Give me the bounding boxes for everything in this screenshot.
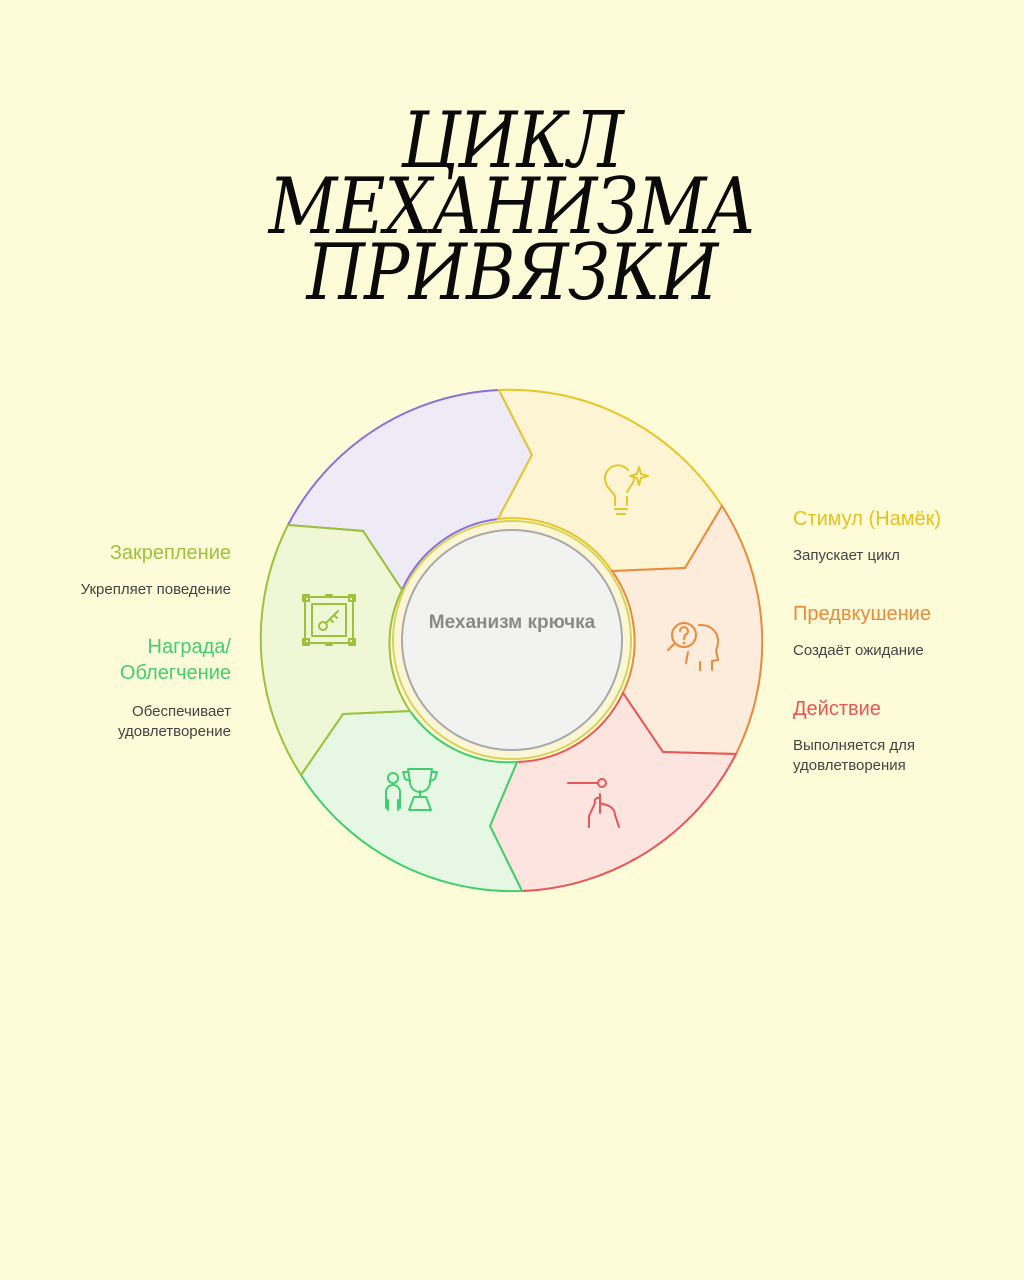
hand-pointer-icon — [567, 778, 620, 828]
action-description-line-1: Выполняется для — [793, 737, 916, 754]
title-line-1: ЦИКЛ — [401, 96, 623, 186]
reward-heading-line-1: Награда/ — [147, 636, 231, 658]
segment-reinforcement[interactable] — [259, 523, 412, 777]
page-title: ЦИКЛ МЕХАНИЗМА ПРИВЯЗКИ — [72, 96, 953, 318]
reward-label: Награда/ Облегчение Обеспечивает удовлет… — [118, 634, 231, 742]
reward-description: Обеспечивает удовлетворение — [118, 702, 231, 742]
anticipation-label: Предвкушение Создаёт ожидание — [793, 601, 931, 661]
reinforcement-heading: Закрепление — [109, 542, 231, 564]
action-description: Выполняется для удовлетворения — [793, 736, 915, 776]
reinforcement-label: Закрепление Укрепляет поведение — [81, 540, 231, 600]
lightbulb-sparkle-icon — [604, 464, 649, 515]
reward-heading-line-2: Облегчение — [119, 662, 231, 684]
anticipation-description: Создаёт ожидание — [793, 642, 924, 659]
reward-heading: Награда/ Облегчение — [118, 634, 231, 686]
reward-description-line-2: удовлетворение — [117, 723, 231, 740]
reward-description-line-1: Обеспечивает — [132, 703, 231, 720]
head-question-icon — [667, 622, 719, 671]
center-circle — [401, 529, 623, 751]
title-line-3: ПРИВЯЗКИ — [306, 228, 719, 318]
stimulus-heading: Стимул (Намёк) — [793, 508, 942, 530]
frame-key-icon — [302, 594, 356, 646]
anticipation-heading: Предвкушение — [793, 603, 931, 625]
center-label: Механизм крючка — [429, 612, 596, 633]
action-description-line-2: удовлетворения — [793, 757, 906, 774]
action-label: Действие Выполняется для удовлетворения — [793, 696, 915, 776]
title-line-2: МЕХАНИЗМА — [268, 162, 757, 252]
action-heading: Действие — [793, 698, 881, 720]
stimulus-description: Запускает цикл — [793, 547, 900, 564]
person-trophy-icon — [385, 768, 438, 811]
stimulus-label: Стимул (Намёк) Запускает цикл — [793, 506, 941, 566]
reinforcement-description: Укрепляет поведение — [80, 581, 231, 598]
